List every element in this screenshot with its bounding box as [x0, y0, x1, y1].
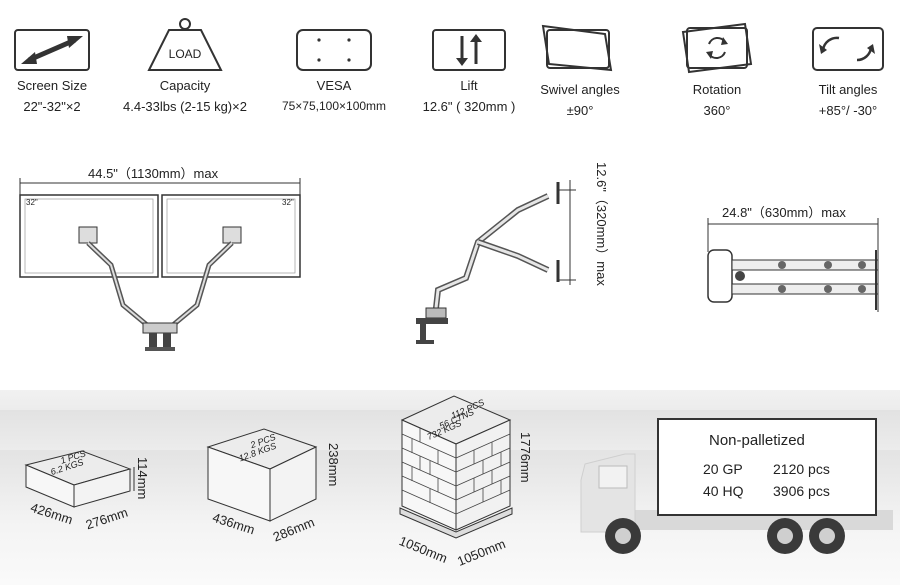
shipping-row-20gp-qty: 2120 pcs — [773, 461, 830, 477]
spec-label: Tilt angles — [818, 82, 878, 97]
spec-value: ±90° — [566, 103, 594, 118]
spec-swivel: Swivel angles ±90° — [515, 0, 645, 118]
shipping-row-40hq-qty: 3906 pcs — [773, 483, 830, 499]
spec-value: +85°/ -30° — [818, 103, 878, 118]
spec-capacity: LOAD Capacity 4.4-33lbs (2-15 kg)×2 — [120, 0, 250, 114]
spec-value: 75×75,100×100mm — [281, 99, 387, 113]
spec-value: 4.4-33lbs (2-15 kg)×2 — [123, 99, 247, 114]
shipping-row-40hq-container: 40 HQ — [703, 483, 744, 499]
shipping-capacity-table: Non-palletized 20 GP 2120 pcs 40 HQ 3906… — [657, 418, 877, 516]
spec-value: 22"-32"×2 — [23, 99, 81, 114]
load-text: LOAD — [169, 47, 202, 61]
shipping-row-20gp-container: 20 GP — [703, 461, 743, 477]
spec-value: 12.6" ( 320mm ) — [422, 99, 516, 114]
vesa-plate-icon — [296, 29, 372, 71]
double-arrow-icon — [14, 29, 90, 71]
spec-tilt: Tilt angles +85°/ -30° — [783, 0, 900, 118]
lift-arrows-icon — [432, 29, 506, 71]
spec-label: VESA — [316, 78, 352, 93]
screen-size-right-label: 32" — [282, 198, 294, 207]
shipping-title: Non-palletized — [709, 432, 805, 449]
package-1-height: 114mm — [135, 457, 150, 500]
spec-vesa: VESA 75×75,100×100mm — [269, 0, 399, 113]
spec-label: Lift — [460, 78, 478, 93]
spec-label: Rotation — [692, 82, 742, 97]
screen-size-left-label: 32" — [26, 198, 38, 207]
spec-value: 360° — [703, 103, 731, 118]
lift-side-diagram — [416, 180, 576, 344]
lift-dimension-label: 12.6"（320mm）max — [594, 162, 609, 286]
spec-lift: Lift 12.6" ( 320mm ) — [404, 0, 534, 114]
package-2-height: 238mm — [326, 443, 341, 487]
rotation-icon — [681, 22, 753, 74]
package-box-2 — [206, 428, 318, 522]
tilt-icon — [812, 27, 884, 71]
dual-monitor-front-diagram — [19, 178, 301, 351]
load-weight-icon: LOAD — [147, 18, 223, 71]
spec-label: Swivel angles — [540, 82, 620, 97]
spec-rotation: Rotation 360° — [652, 0, 782, 118]
depth-dimension-label: 24.8"（630mm）max — [722, 205, 846, 220]
spec-label: Screen Size — [16, 78, 88, 93]
spec-screen-size: Screen Size 22"-32"×2 — [0, 0, 117, 114]
pallet-height: 1776mm — [518, 432, 533, 483]
package-box-1 — [24, 450, 135, 508]
width-dimension-label: 44.5"（1130mm）max — [88, 166, 219, 181]
depth-top-diagram — [707, 218, 879, 312]
pallet-stack — [399, 395, 513, 539]
spec-label: Capacity — [159, 78, 211, 93]
swivel-icon — [541, 24, 613, 72]
